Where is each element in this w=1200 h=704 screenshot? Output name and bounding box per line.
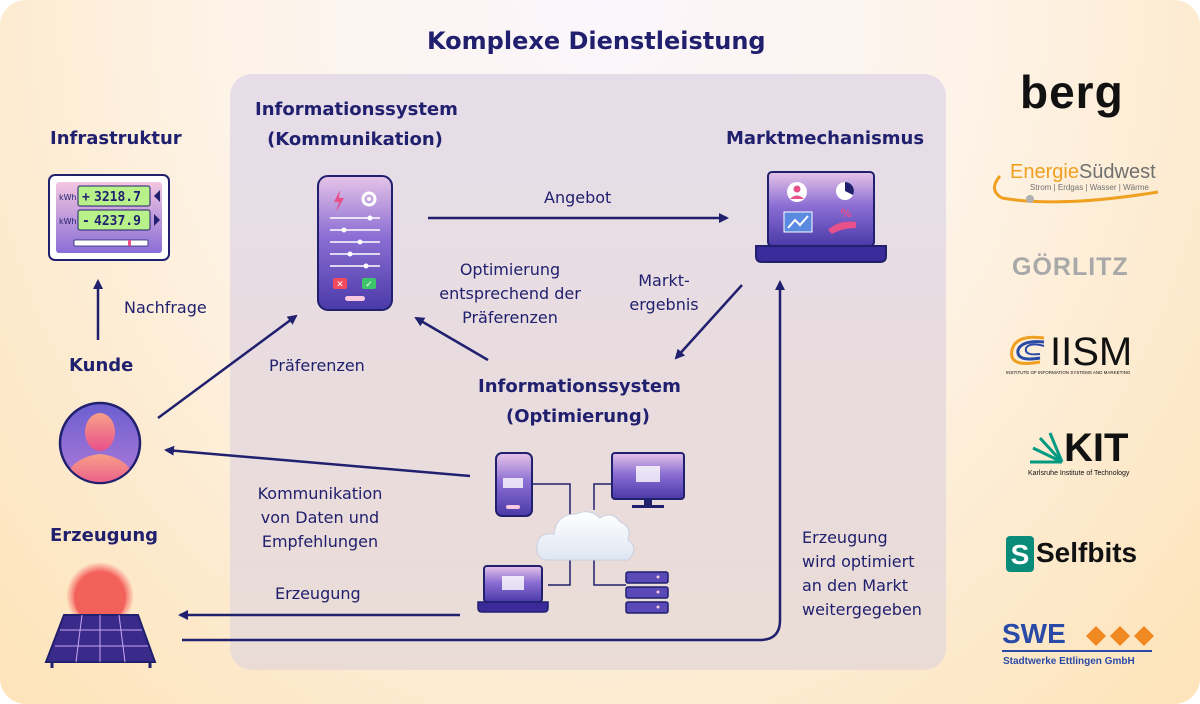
svg-text:✓: ✓: [365, 280, 373, 290]
smart-meter-icon: kWh kWh + - 3218.7 4237.9: [48, 174, 170, 261]
arrow-kommunikation: [164, 445, 471, 478]
label-kommunikation: Kommunikation von Daten und Empfehlungen: [257, 484, 383, 551]
logo-selfbits: Selfbits: [1036, 537, 1138, 568]
label-marktergebnis: Markt- ergebnis: [629, 271, 699, 314]
svg-text:-: -: [82, 214, 90, 229]
market-laptop-icon: %: [755, 171, 887, 263]
logo-kit-tagline: Karlsruhe Institute of Technology: [1028, 470, 1130, 477]
logo-kit: KIT: [1064, 426, 1129, 470]
opt-monitor-icon: [611, 452, 685, 508]
diagram-title: Komplexe Dienstleistung: [427, 27, 766, 55]
svg-text:kWh: kWh: [59, 217, 77, 226]
svg-text:4237.9: 4237.9: [94, 214, 141, 229]
opt-phone-icon: [495, 452, 533, 517]
label-angebot: Angebot: [544, 188, 612, 207]
arrow-marktergebnis: [674, 284, 743, 360]
logo-berg: berg: [1020, 66, 1124, 118]
heading-erzeugung: Erzeugung: [50, 525, 159, 546]
logo-goerlitz: GÖRLITZ: [1012, 253, 1129, 281]
heading-kunde: Kunde: [69, 355, 134, 376]
heading-infrastruktur: Infrastruktur: [50, 128, 182, 149]
kit-fan-icon: [1030, 432, 1064, 464]
label-nachfrage: Nachfrage: [124, 298, 207, 317]
svg-text:+: +: [82, 190, 90, 205]
arrow-praeferenzen: [157, 314, 298, 420]
label-optimierung: Optimierung entsprechend der Präferenzen: [439, 260, 581, 327]
energie-suedwest-swoosh: [993, 175, 1159, 204]
svg-text:%: %: [840, 207, 851, 220]
swe-diamonds-icon: [1002, 626, 1154, 652]
arrow-markt-weitergabe: [182, 280, 785, 642]
label-praeferenzen: Präferenzen: [269, 356, 365, 375]
smartphone-app-icon: ✕ ✓: [317, 175, 393, 311]
logo-swe-tagline: Stadtwerke Ettlingen GmbH: [1003, 656, 1135, 667]
heading-is-optimierung: Informationssystem (Optimierung): [478, 376, 681, 427]
kunde-avatar-icon: [58, 401, 142, 485]
svg-text:✕: ✕: [336, 280, 344, 290]
solar-panel-icon: [44, 562, 157, 668]
svg-text:S: S: [1011, 539, 1030, 570]
arrow-optimierung: [414, 316, 489, 362]
logo-iism-tagline: INSTITUTE OF INFORMATION SYSTEMS AND MAR…: [1006, 370, 1131, 375]
svg-text:3218.7: 3218.7: [94, 190, 141, 205]
iism-swirl-icon: [1010, 335, 1045, 365]
heading-marktmechanismus: Marktmechanismus: [726, 128, 925, 149]
server-icon: [625, 571, 669, 614]
selfbits-mark-icon: S: [1006, 536, 1034, 572]
label-erzeugung-optimiert: Erzeugung wird optimiert an den Markt we…: [802, 528, 922, 619]
logo-swe: SWE: [1002, 618, 1066, 649]
opt-laptop-icon: [477, 565, 549, 613]
svg-text:kWh: kWh: [59, 193, 77, 202]
cloud-icon: [536, 511, 635, 561]
logo-energie-suedwest: EnergieSüdwest: [1010, 161, 1156, 183]
logo-energie-suedwest-tagline: Strom | Erdgas | Wasser | Wärme: [1030, 183, 1149, 192]
label-erzeugung-arrow: Erzeugung: [275, 584, 361, 603]
heading-is-kommunikation: Informationssystem (Kommunikation): [255, 99, 458, 150]
logo-iism: IISM: [1050, 330, 1133, 374]
